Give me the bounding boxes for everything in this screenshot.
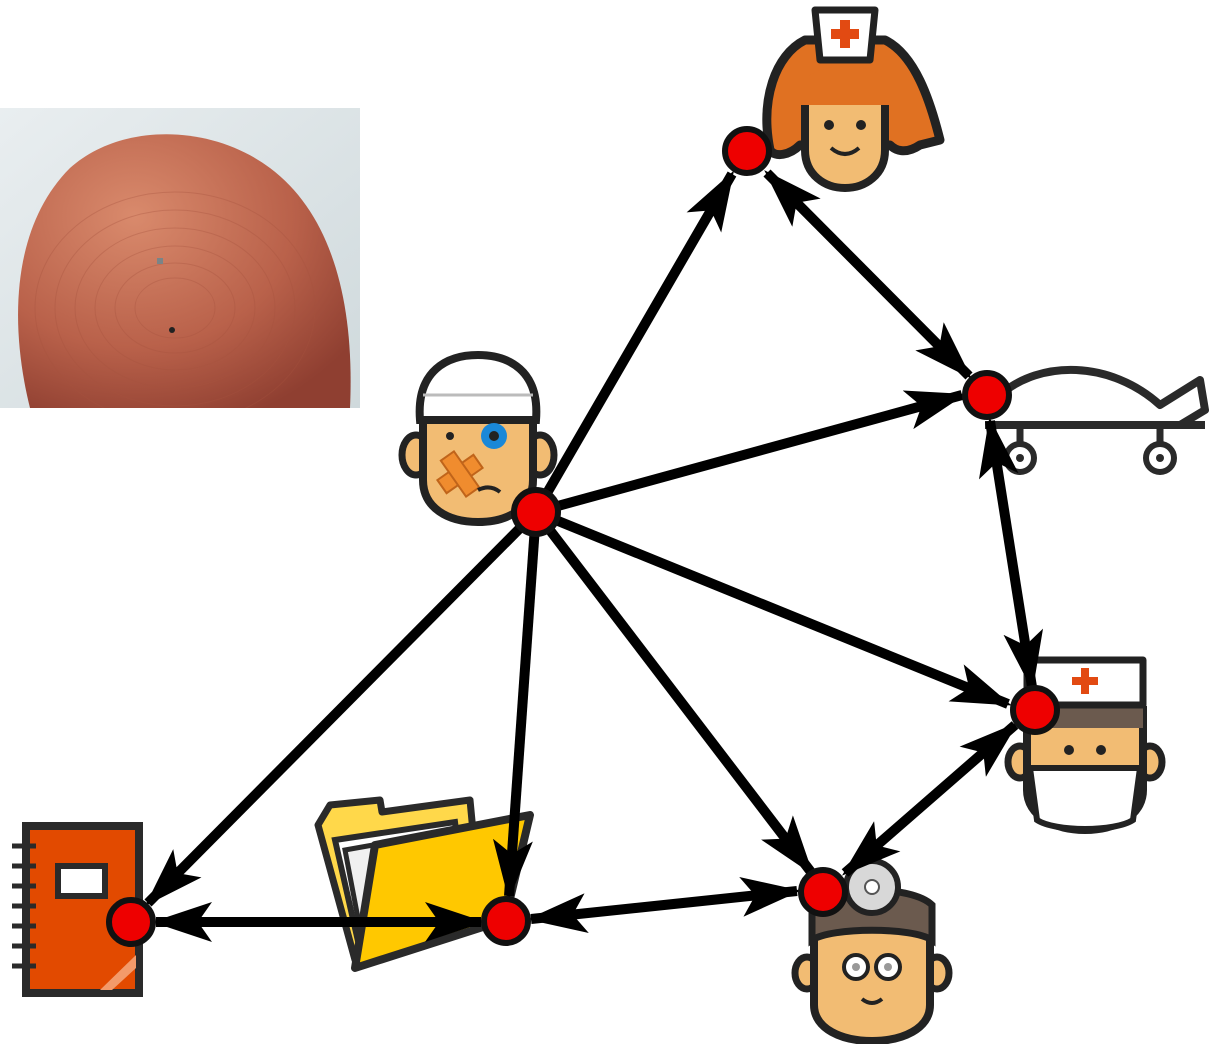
edges (148, 173, 1032, 922)
node-dot-doctor (801, 870, 845, 914)
node-dot-nurse (725, 129, 769, 173)
node-dot-surgeon (1013, 688, 1057, 732)
edge-surgeon-doctor (845, 725, 1015, 873)
node-dot-patient (514, 490, 558, 534)
edge-doctor-folder (531, 891, 797, 919)
node-dot-folder (484, 899, 528, 943)
nurse-icon (767, 10, 940, 188)
stretcher-icon (985, 370, 1205, 472)
node-dot-notebook (109, 900, 153, 944)
edge-patient-stretcher (536, 395, 962, 512)
edge-nurse-stretcher (767, 173, 969, 376)
node-dot-stretcher (965, 373, 1009, 417)
